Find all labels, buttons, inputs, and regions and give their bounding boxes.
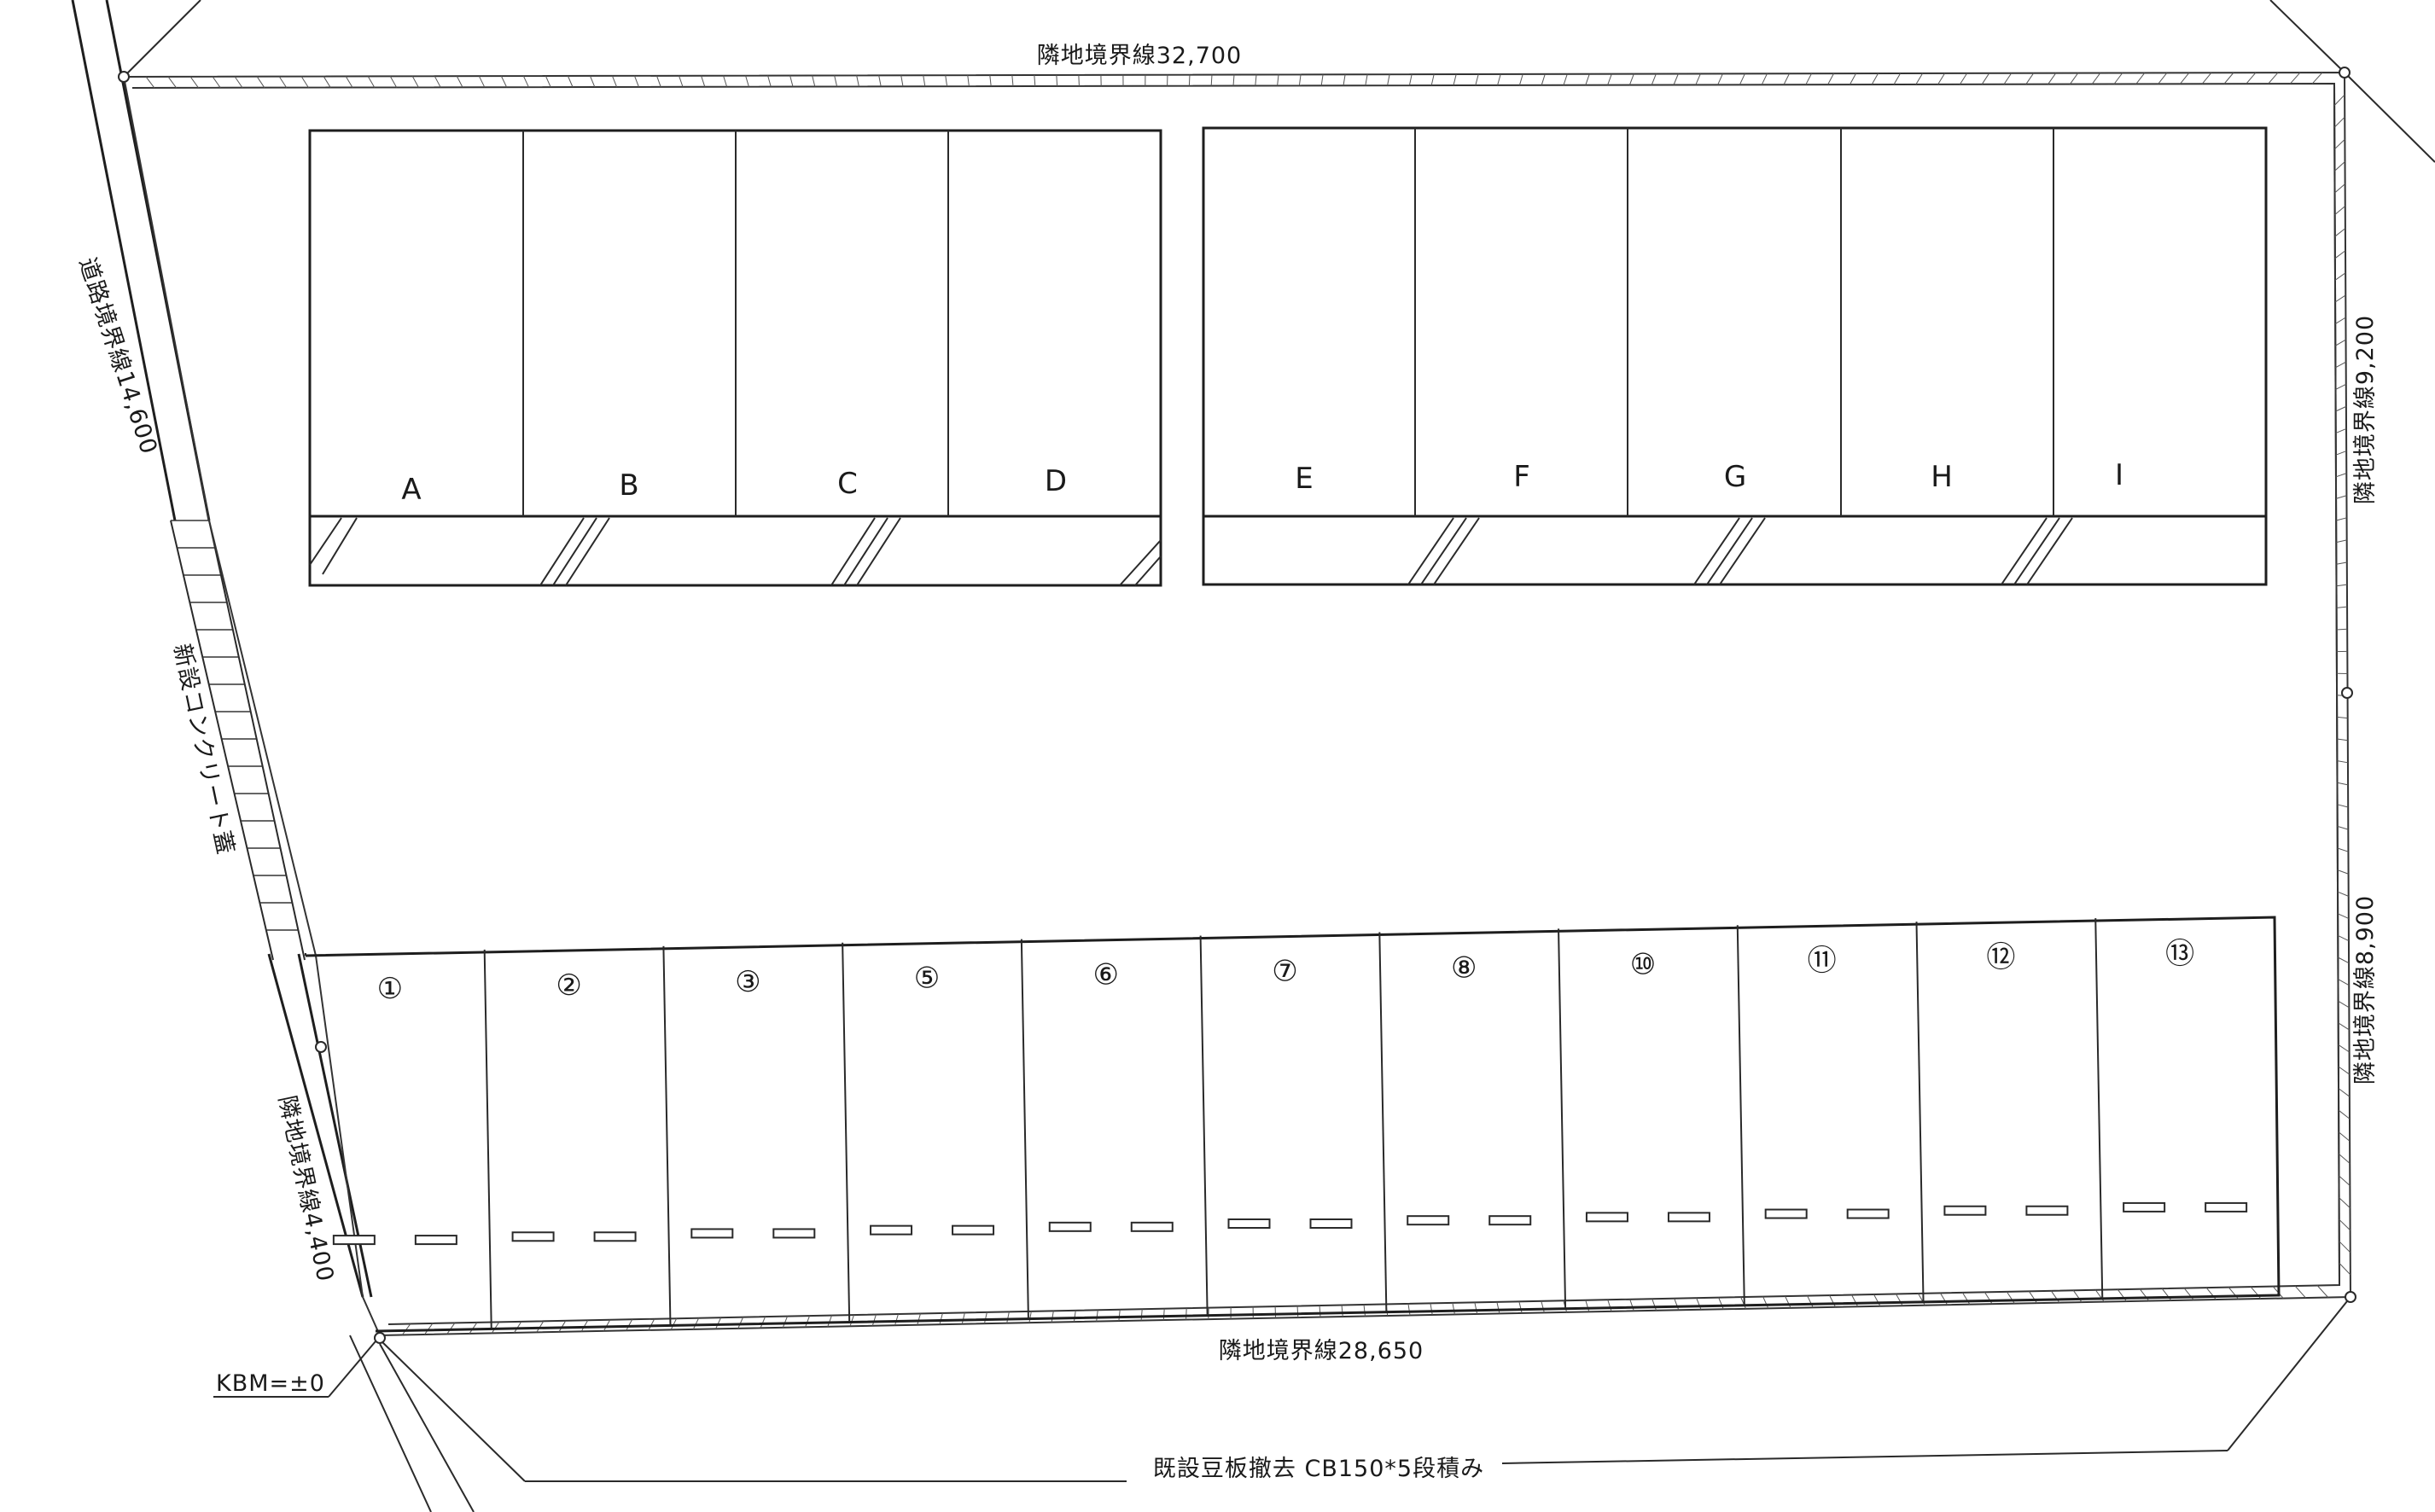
wheel-stop [2123,1201,2166,1213]
boundary-markers [118,67,2356,1344]
space-label-b: B [619,468,638,503]
wheel-stop [1846,1208,1890,1219]
wheel-stop [511,1231,555,1242]
wheel-stop [1667,1212,1710,1223]
parking-block-lower: ① ② ③ ⑤ ⑥ ⑦ ⑧ ⑩ ⑪ ⑫ ⑬ [305,916,2281,1333]
wheel-stop [1488,1215,1532,1226]
context-lines [123,0,2435,1482]
fence-ticks [145,72,2351,1335]
space-label-lower: ⑬ [2165,937,2194,971]
wheel-stop [332,1235,376,1246]
site-boundary [122,71,2352,1337]
gutter-cover-cells [171,520,299,931]
space-label-lower: ⑤ [914,962,940,996]
space-label-lower: ⑫ [1986,940,2015,974]
boundary-label-right-upper: 隣地境界線9,200 [2352,315,2379,504]
space-label-d: D [1045,464,1067,498]
space-label-g: G [1724,460,1746,494]
parking-block-upper-left: A B C D [308,129,1162,587]
space-label-i: I [2115,458,2123,492]
gutter-cover-label: 新設コンクリート蓋 [168,642,239,858]
space-label-lower: ⑥ [1093,958,1119,992]
space-label-lower: ③ [735,965,760,999]
wheel-stop [1585,1212,1628,1223]
benchmark-label: KBM=±0 [216,1370,325,1397]
boundary-label-right-lower: 隣地境界線8,900 [2352,895,2379,1085]
space-label-a: A [401,473,421,507]
space-label-lower: ⑩ [1630,947,1656,981]
wheel-stop [690,1228,734,1239]
benchmark-note: KBM=±0 [213,1340,376,1398]
road-edge [71,0,475,1512]
space-label-lower: ② [556,968,581,1003]
wheel-stop [772,1228,816,1239]
boundary-label-top: 隣地境界線32,700 [1037,43,1242,69]
wheel-stop [1943,1205,1987,1216]
space-label-c: C [837,467,858,501]
wheel-stop [414,1235,457,1246]
wheel-stop [1764,1208,1808,1219]
wheel-stop [1227,1218,1271,1229]
wheel-stop [870,1224,913,1236]
wheel-stop [1048,1221,1092,1232]
boundary-label-road: 道路境界線14,600 [73,254,162,457]
space-label-f: F [1513,460,1530,494]
wheel-stop [2025,1205,2069,1216]
space-label-lower: ⑪ [1808,944,1837,978]
space-label-lower: ⑦ [1272,955,1297,989]
wheel-stop [593,1231,637,1242]
boundary-label-left-lower: 隣地境界線4,400 [273,1093,339,1284]
wheel-stop [1407,1215,1450,1226]
wheel-stop [952,1224,995,1236]
removal-note: 既設豆板撤去 CB150*5段積み [1153,1456,1484,1482]
parking-block-upper-right: E F G H I [1202,126,2268,586]
wheel-stop [2205,1201,2248,1213]
boundary-label-bottom: 隣地境界線28,650 [1219,1338,1424,1364]
space-label-e: E [1295,462,1313,496]
space-label-h: H [1931,460,1953,494]
space-label-lower: ① [377,972,403,1006]
wheel-stop [1130,1221,1174,1232]
wheel-stop [1309,1218,1353,1229]
space-label-lower: ⑧ [1451,951,1477,985]
